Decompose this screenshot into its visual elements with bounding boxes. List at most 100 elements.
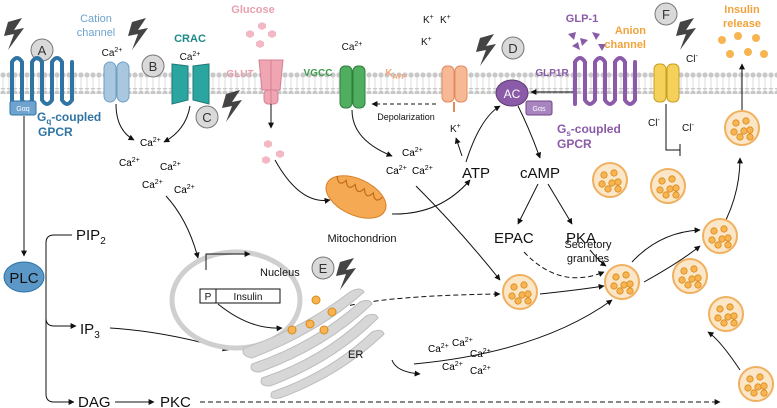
svg-text:GLP-1: GLP-1 — [566, 13, 598, 25]
lightning-icon-a — [4, 18, 24, 50]
plc-enzyme: PLC — [3, 261, 45, 293]
depolarization-label: Depolarization — [377, 112, 435, 122]
mitochondrion: Mitochondrion — [325, 175, 397, 245]
vgcc-channel: VGCC Ca2+ — [304, 41, 366, 109]
pip2-label: PIP2 — [76, 227, 106, 247]
marker-c: C — [195, 105, 219, 129]
svg-text:B: B — [149, 59, 158, 74]
potassium-ions: K+ K+ K+ — [421, 14, 451, 48]
svg-text:K+: K+ — [421, 36, 432, 48]
svg-text:AC: AC — [504, 87, 521, 101]
secretory-granule — [592, 162, 628, 198]
svg-text:Gs-coupled: Gs-coupled — [557, 122, 621, 138]
svg-text:Gαs: Gαs — [533, 106, 546, 113]
svg-text:D: D — [508, 41, 517, 56]
lightning-icons — [4, 18, 696, 290]
svg-text:F: F — [662, 7, 670, 22]
svg-text:P: P — [205, 292, 212, 303]
svg-text:Mitochondrion: Mitochondrion — [327, 233, 396, 245]
pkc-label: PKC — [160, 394, 191, 408]
svg-text:Cl-: Cl- — [686, 53, 698, 65]
svg-text:A: A — [38, 43, 47, 58]
mito-to-atp-arrow — [391, 179, 471, 215]
lightning-icon-c — [222, 90, 242, 122]
svg-text:Ca2+: Ca2+ — [140, 137, 161, 149]
svg-text:channel: channel — [604, 39, 646, 51]
calcium-cluster-er: Ca2+ Ca2+ Ca2+ Ca2+ Ca2+ — [428, 337, 491, 377]
svg-text:Ca2+: Ca2+ — [102, 47, 123, 59]
secretory-granule — [672, 258, 708, 294]
svg-text:Ca2+: Ca2+ — [386, 165, 407, 177]
svg-text:E: E — [319, 261, 328, 276]
svg-text:Ca2+: Ca2+ — [442, 361, 463, 373]
svg-text:Ca2+: Ca2+ — [470, 365, 491, 377]
svg-text:Ca2+: Ca2+ — [428, 343, 449, 355]
svg-text:CRAC: CRAC — [174, 33, 206, 45]
marker-d: D — [501, 36, 525, 60]
svg-text:Ca2+: Ca2+ — [412, 165, 433, 177]
svg-text:Cl-: Cl- — [648, 117, 660, 129]
dag-label: DAG — [78, 394, 111, 408]
lightning-icon-e — [336, 258, 356, 290]
svg-text:GLP1R: GLP1R — [535, 68, 569, 79]
lightning-icon-d — [476, 34, 496, 66]
secretory-granule — [738, 366, 774, 402]
svg-text:Anion: Anion — [615, 25, 646, 37]
svg-text:Ca2+: Ca2+ — [402, 147, 423, 159]
svg-text:K+: K+ — [440, 14, 451, 26]
cell-membrane — [0, 72, 777, 94]
svg-text:Gq-coupled: Gq-coupled — [37, 110, 101, 126]
camp-label: cAMP — [520, 165, 560, 182]
calcium-cluster-vgcc: Ca2+ Ca2+ Ca2+ — [386, 147, 433, 177]
glucose-molecules — [246, 22, 284, 164]
secretory-granule — [604, 264, 640, 300]
nucleus: Nucleus P Insulin — [169, 249, 303, 351]
er-to-ca-arrow — [391, 359, 421, 377]
pka-label: PKA — [566, 230, 596, 247]
secretory-granule — [650, 168, 686, 204]
anion-channel: Anion channel Cl- Cl- Cl- — [604, 25, 698, 134]
secretory-granule — [702, 218, 738, 254]
glp1-peptides: GLP-1 — [566, 13, 606, 51]
gq-coupled-gpcr: Gαq Gq-coupled GPCR — [9, 56, 101, 139]
svg-text:Ca2+: Ca2+ — [470, 348, 491, 360]
svg-text:GLUT: GLUT — [226, 69, 253, 80]
svg-text:Ca2+: Ca2+ — [142, 179, 163, 191]
epac-label: EPAC — [494, 230, 534, 247]
secretory-granule — [708, 296, 744, 332]
svg-text:VGCC: VGCC — [304, 68, 333, 79]
signalling-arrows — [319, 63, 745, 371]
er-insulin-granules — [287, 295, 337, 335]
svg-text:release: release — [723, 18, 761, 30]
svg-text:K+: K+ — [450, 123, 461, 135]
secretory-granule — [502, 274, 538, 310]
marker-b: B — [141, 54, 165, 78]
svg-text:GPCR: GPCR — [38, 125, 73, 139]
calcium-cluster-left: Ca2+ Ca2+ Ca2+ Ca2+ Ca2+ — [119, 137, 195, 196]
ip3-label: IP3 — [80, 321, 100, 341]
marker-f: F — [654, 2, 678, 26]
svg-text:Gαq: Gαq — [16, 106, 29, 113]
secretory-granule — [724, 110, 760, 146]
glut-transporter: GLUT — [226, 59, 284, 105]
marker-e: E — [311, 256, 335, 280]
endoplasmic-reticulum: ER — [242, 288, 385, 399]
svg-text:Insulin: Insulin — [724, 4, 760, 16]
secretory-granules — [502, 110, 774, 402]
svg-text:Ca2+: Ca2+ — [452, 337, 473, 349]
svg-text:C: C — [202, 110, 211, 125]
svg-text:Ca2+: Ca2+ — [119, 157, 140, 169]
calcium-entry-arrows — [115, 103, 393, 259]
svg-text:K+: K+ — [423, 14, 434, 26]
svg-text:ER: ER — [348, 349, 363, 361]
crac-channel: CRAC Ca2+ — [171, 33, 210, 105]
svg-text:Ca2+: Ca2+ — [174, 184, 195, 196]
lightning-icon-f — [676, 18, 696, 50]
glucose-label: Glucose — [231, 4, 274, 16]
svg-text:Insulin: Insulin — [234, 292, 263, 303]
atp-label: ATP — [462, 165, 490, 182]
cation-channel: Cation channel Ca2+ — [77, 13, 130, 103]
insulin-release: Insulin release — [718, 4, 768, 58]
